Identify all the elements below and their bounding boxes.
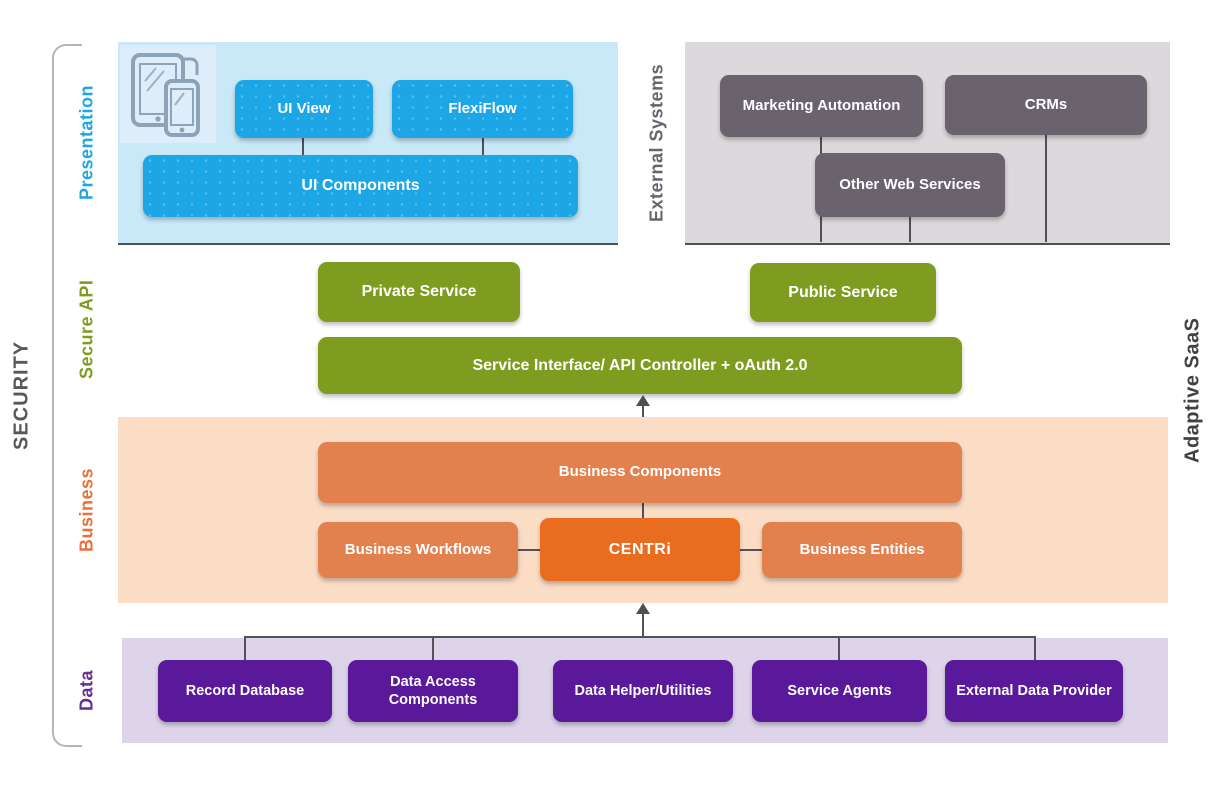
business-to-api-arrow-line — [642, 404, 644, 420]
data-to-business-arrowhead-icon — [636, 603, 650, 614]
external-data-stub — [1034, 638, 1036, 661]
components-centri-connector — [642, 503, 644, 519]
data-trunk-connector — [244, 636, 1036, 638]
workflows-centri-connector — [518, 549, 540, 551]
data-access-components-box: Data Access Components — [348, 660, 518, 722]
business-layer-label: Business — [76, 467, 97, 553]
business-to-api-arrowhead-icon — [636, 395, 650, 406]
ui-components-box: UI Components — [143, 155, 578, 217]
business-workflows-box: Business Workflows — [318, 522, 518, 578]
service-interface-box: Service Interface/ API Controller + oAut… — [318, 337, 962, 394]
service-agents-box: Service Agents — [752, 660, 927, 722]
adaptive-saas-label: Adaptive SaaS — [1181, 317, 1204, 463]
presentation-layer-label: Presentation — [76, 84, 97, 201]
business-components-box: Business Components — [318, 442, 962, 503]
private-service-box: Private Service — [318, 262, 520, 322]
external-systems-label: External Systems — [646, 63, 667, 222]
service-agents-stub — [838, 638, 840, 661]
centri-box: CENTRi — [540, 518, 740, 581]
other-web-connector — [909, 217, 911, 242]
record-database-box: Record Database — [158, 660, 332, 722]
flexiflow-box: FlexiFlow — [392, 80, 573, 138]
external-data-provider-box: External Data Provider — [945, 660, 1123, 722]
crms-connector — [1045, 135, 1047, 242]
centri-entities-connector — [740, 549, 762, 551]
security-label: SECURITY — [10, 340, 33, 450]
crms-box: CRMs — [945, 75, 1147, 135]
tablet-phone-icon — [120, 45, 216, 143]
ui-view-box: UI View — [235, 80, 373, 138]
flexiflow-connector — [482, 138, 484, 155]
security-bracket — [52, 44, 82, 747]
marketing-automation-box: Marketing Automation — [720, 75, 923, 137]
public-service-box: Public Service — [750, 263, 936, 322]
data-helper-utilities-box: Data Helper/Utilities — [553, 660, 733, 722]
ui-view-connector — [302, 138, 304, 155]
other-web-services-box: Other Web Services — [815, 153, 1005, 217]
secure-api-layer-label: Secure API — [76, 279, 97, 379]
record-db-stub — [244, 638, 246, 661]
data-layer-label: Data — [76, 670, 97, 712]
business-entities-box: Business Entities — [762, 522, 962, 578]
data-access-stub — [432, 638, 434, 661]
